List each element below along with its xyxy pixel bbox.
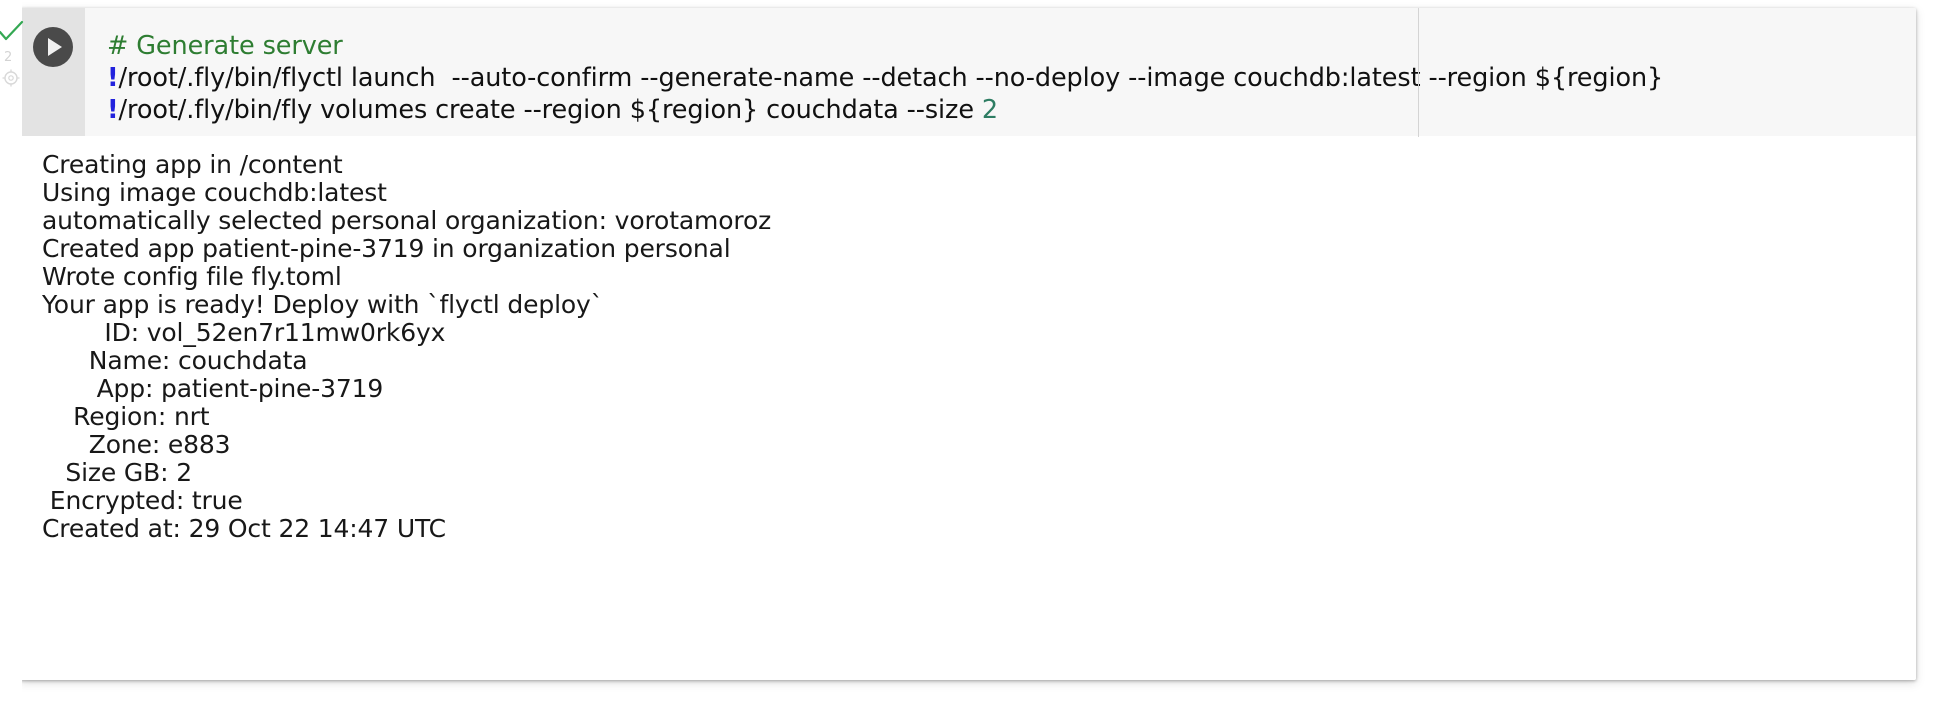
green-check-icon xyxy=(0,18,24,44)
output-line: Using image couchdb:latest xyxy=(42,178,387,207)
output-line: ID: vol_52en7r11mw0rk6yx xyxy=(42,318,446,347)
code-line-1: !/root/.fly/bin/flyctl launch --auto-con… xyxy=(107,62,1916,94)
output-line: App: patient-pine-3719 xyxy=(42,374,384,403)
output-line: Created at: 29 Oct 22 14:47 UTC xyxy=(42,514,446,543)
output-line: Creating app in /content xyxy=(42,150,343,179)
comment-text: # Generate server xyxy=(107,31,343,61)
output-line: Encrypted: true xyxy=(42,486,243,515)
code-editor[interactable]: # Generate server !/root/.fly/bin/flyctl… xyxy=(85,8,1916,137)
output-line: Size GB: 2 xyxy=(42,458,192,487)
code-line-2-number: 2 xyxy=(981,95,999,125)
notebook-cell: # Generate server !/root/.fly/bin/flyctl… xyxy=(20,8,1916,680)
output-line: automatically selected personal organiza… xyxy=(42,206,772,235)
output-line: Created app patient-pine-3719 in organiz… xyxy=(42,234,731,263)
svg-text:2: 2 xyxy=(4,50,12,65)
code-line-2: !/root/.fly/bin/fly volumes create --reg… xyxy=(107,94,1916,126)
settings-gear-icon xyxy=(1,68,21,88)
output-line: Zone: e883 xyxy=(42,430,231,459)
shell-bang-token: ! xyxy=(107,95,119,125)
output-line: Region: nrt xyxy=(42,402,210,431)
run-button-gutter xyxy=(20,8,85,136)
shell-bang-token: ! xyxy=(107,63,119,93)
output-line: Wrote config file fly.toml xyxy=(42,262,342,291)
cell-status-gutter: 2 xyxy=(0,0,24,716)
column-ruler xyxy=(1418,8,1419,137)
output-line: Your app is ready! Deploy with `flyctl d… xyxy=(42,290,604,319)
code-input-row: # Generate server !/root/.fly/bin/flyctl… xyxy=(20,8,1916,137)
code-line-comment: # Generate server xyxy=(107,30,1916,62)
code-line-2-text: /root/.fly/bin/fly volumes create --regi… xyxy=(118,95,982,125)
output-line: Name: couchdata xyxy=(42,346,308,375)
duration-icon: 2 xyxy=(1,46,21,66)
play-icon xyxy=(48,38,62,56)
run-cell-button[interactable] xyxy=(33,27,73,67)
code-line-1-text: /root/.fly/bin/flyctl launch --auto-conf… xyxy=(118,63,1664,93)
